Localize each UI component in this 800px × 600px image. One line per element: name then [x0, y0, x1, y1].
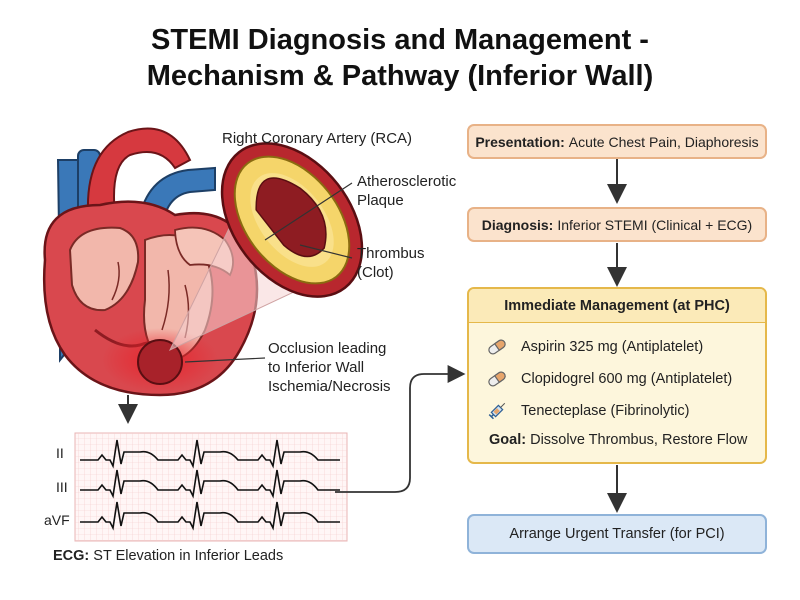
lead-label-iii: III — [56, 479, 68, 495]
plaque-label: Atherosclerotic Plaque — [357, 172, 456, 210]
thrombus-label-line-2: (Clot) — [357, 264, 394, 281]
med-aspirin: Aspirin 325 mg (Antiplatelet) — [485, 335, 703, 359]
presentation-box: Presentation: Acute Chest Pain, Diaphore… — [467, 124, 767, 159]
lead-label-ii: II — [56, 445, 64, 461]
med-aspirin-label: Aspirin 325 mg (Antiplatelet) — [521, 339, 704, 355]
transfer-box: Arrange Urgent Transfer (for PCI) — [467, 514, 767, 554]
ecg-caption-text: ST Elevation in Inferior Leads — [93, 548, 284, 564]
med-tenecteplase: Tenecteplase (Fibrinolytic) — [485, 399, 689, 423]
occlusion-label-line-1: Occlusion leading — [268, 340, 387, 357]
med-tenecteplase-label: Tenecteplase (Fibrinolytic) — [521, 403, 690, 419]
ecg-trace-iii — [80, 469, 340, 499]
thrombus-label: Thrombus (Clot) — [357, 244, 425, 282]
occlusion-label-line-3: Ischemia/Necrosis — [268, 378, 391, 395]
occlusion-label: Occlusion leading to Inferior Wall Ische… — [268, 339, 391, 396]
ecg-trace-ii — [80, 439, 340, 469]
ecg-trace-avf — [80, 501, 340, 531]
management-box: Immediate Management (at PHC) Aspirin 32… — [467, 287, 767, 464]
med-clopidogrel-label: Clopidogrel 600 mg (Antiplatelet) — [521, 371, 733, 387]
diagram-title: STEMI Diagnosis and Management - Mechani… — [0, 22, 800, 94]
diagnosis-bold: Diagnosis: — [481, 216, 554, 233]
diagnosis-box: Diagnosis: Inferior STEMI (Clinical + EC… — [467, 207, 767, 242]
plaque-label-line-2: Plaque — [357, 192, 404, 209]
pill-icon — [488, 371, 506, 387]
heart-illustration — [42, 127, 346, 424]
artery-cross-section — [184, 142, 364, 363]
syringe-icon — [488, 402, 506, 420]
title-line-1: STEMI Diagnosis and Management - — [151, 24, 649, 56]
ecg-caption: ECG: ST Elevation in Inferior Leads — [53, 548, 283, 564]
pill-icon — [488, 339, 506, 355]
med-clopidogrel: Clopidogrel 600 mg (Antiplatelet) — [485, 367, 732, 391]
management-title: Immediate Management (at PHC) — [469, 289, 765, 323]
goal-body: Dissolve Thrombus, Restore Flow — [530, 432, 748, 448]
goal-text: Goal: Dissolve Thrombus, Restore Flow — [489, 432, 747, 448]
plaque-label-line-1: Atherosclerotic — [357, 173, 457, 190]
presentation-bold: Presentation: — [475, 133, 565, 150]
goal-bold: Goal: — [489, 432, 527, 448]
lead-label-avf: aVF — [44, 512, 70, 528]
title-line-2: Mechanism & Pathway (Inferior Wall) — [146, 60, 654, 92]
diagnosis-text: Inferior STEMI (Clinical + ECG) — [557, 216, 753, 233]
ecg-strip — [74, 365, 466, 542]
presentation-text: Acute Chest Pain, Diaphoresis — [568, 133, 759, 150]
thrombus-label-line-1: Thrombus — [357, 245, 425, 262]
occlusion-label-line-2: to Inferior Wall — [268, 359, 365, 376]
rca-label: Right Coronary Artery (RCA) — [222, 130, 413, 147]
ecg-caption-bold: ECG: — [53, 548, 90, 564]
